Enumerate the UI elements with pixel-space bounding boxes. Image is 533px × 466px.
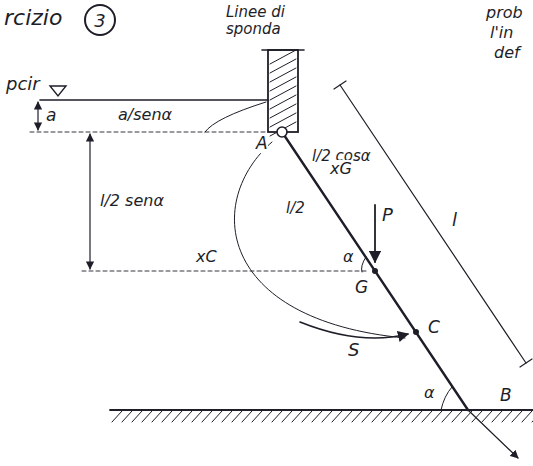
weight-arrow <box>374 205 376 262</box>
slant-depth-bracket <box>205 102 266 132</box>
wall-block <box>268 50 298 132</box>
wall-line-note: Linee di sponda <box>226 4 316 37</box>
pressure-label: pcir <box>6 74 40 94</box>
water-surface <box>40 99 268 101</box>
angle-label: α <box>424 384 435 402</box>
exercise-heading: rcizio <box>4 6 62 30</box>
pressure-centre-point <box>413 329 419 335</box>
ground <box>110 409 533 411</box>
point-label: B <box>500 386 512 405</box>
wall-top <box>262 49 304 51</box>
rod-extension <box>468 410 518 458</box>
free-surface-symbol <box>50 86 66 96</box>
point-label: G <box>355 278 368 297</box>
gate-rod <box>282 132 468 410</box>
centroid-point <box>372 268 378 274</box>
hinge <box>277 127 287 137</box>
dimension: l <box>452 210 457 230</box>
length-dimension <box>340 85 526 363</box>
centroid-level-line <box>82 271 366 272</box>
circled-number: 3 <box>84 4 116 36</box>
dimension: a/senα <box>118 106 172 124</box>
dimension: a <box>46 106 56 125</box>
vertical-dimension <box>89 134 90 269</box>
note: prob <box>486 4 523 22</box>
node-text: 3 <box>94 10 105 31</box>
angle-label: α <box>343 248 354 266</box>
hinge-level-line <box>30 132 268 133</box>
dimension: xG <box>330 160 352 178</box>
point-label: C <box>428 318 440 337</box>
note: l'in <box>490 24 513 42</box>
force-label: P <box>382 205 393 225</box>
point-label: A <box>256 134 268 153</box>
xc-bracket <box>234 142 405 338</box>
force-label: S <box>348 340 359 360</box>
dimension: l/2 senα <box>100 192 164 210</box>
note: def <box>494 44 520 62</box>
depth-dimension <box>37 102 38 130</box>
dimension: xC <box>196 248 217 266</box>
dimension: l/2 <box>286 200 305 217</box>
